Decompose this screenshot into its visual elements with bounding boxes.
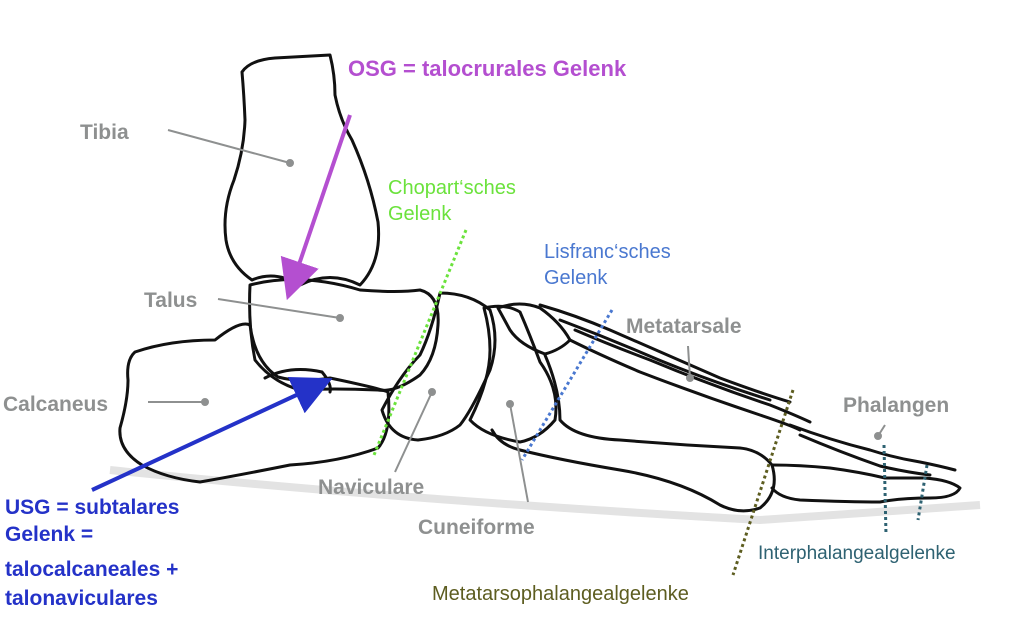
talus-leader <box>217 298 341 319</box>
cuneiforme-dot <box>506 400 514 408</box>
interphalangeal-joint-line-1 <box>882 444 888 536</box>
ground-shadow <box>109 466 981 525</box>
osg-arrow <box>280 114 352 301</box>
chopart-label-line-2: Gelenk <box>388 203 452 225</box>
cuneiforme-leader <box>509 403 529 503</box>
metatarsale-dot <box>686 374 694 382</box>
chopart-label-line-1: Chopart‘sches <box>388 177 516 199</box>
metatarsale-leader <box>687 345 691 379</box>
interphalangeal-label: Interphalangealgelenke <box>758 543 956 564</box>
usg-label-line-1: USG = subtalares <box>5 496 180 519</box>
lisfranc-label-line-2: Gelenk <box>544 267 608 289</box>
cuneiforme-label: Cuneiforme <box>418 516 535 539</box>
usg-arrow <box>91 376 333 492</box>
naviculare-leader <box>394 391 433 473</box>
talus-label: Talus <box>144 289 198 312</box>
metatarsal-3 <box>573 328 812 424</box>
metatarsophalangeal-joint-line <box>731 389 795 576</box>
tibia-dot <box>286 159 294 167</box>
talus-bone <box>248 278 440 392</box>
phalanges-upper <box>788 423 957 472</box>
tibia-bone <box>223 53 381 287</box>
usg-label-line-4: talonaviculares <box>5 587 158 610</box>
metatarsal-4 <box>558 318 772 402</box>
tibia-label: Tibia <box>80 121 129 144</box>
metatarsale-label: Metatarsale <box>626 315 742 338</box>
calcaneus-dot <box>201 398 209 406</box>
calcaneus-label: Calcaneus <box>3 393 109 416</box>
metatarsophalangeal-label: Metatarsophalangealgelenke <box>432 583 689 605</box>
lisfranc-joint-line <box>520 309 614 461</box>
usg-label-line-2: Gelenk = <box>5 523 94 546</box>
naviculare-bone <box>380 291 497 442</box>
phalanges-mid <box>798 433 932 477</box>
talus-dot <box>336 314 344 322</box>
usg-label-line-3: talocalcaneales + <box>5 558 179 581</box>
naviculare-dot <box>428 388 436 396</box>
metatarsal-5 <box>538 303 792 404</box>
naviculare-label: Naviculare <box>318 476 425 499</box>
osg-label: OSG = talocrurales Gelenk <box>348 56 627 81</box>
tibia-leader <box>167 129 291 164</box>
phalanges <box>770 463 962 504</box>
metatarsal-2 <box>568 338 802 432</box>
metatarsal-1 <box>490 353 776 513</box>
phalangen-dot <box>874 432 882 440</box>
phalangen-label: Phalangen <box>843 394 950 417</box>
lisfranc-label-line-1: Lisfranc‘sches <box>544 241 671 263</box>
chopart-joint-line <box>372 229 468 456</box>
